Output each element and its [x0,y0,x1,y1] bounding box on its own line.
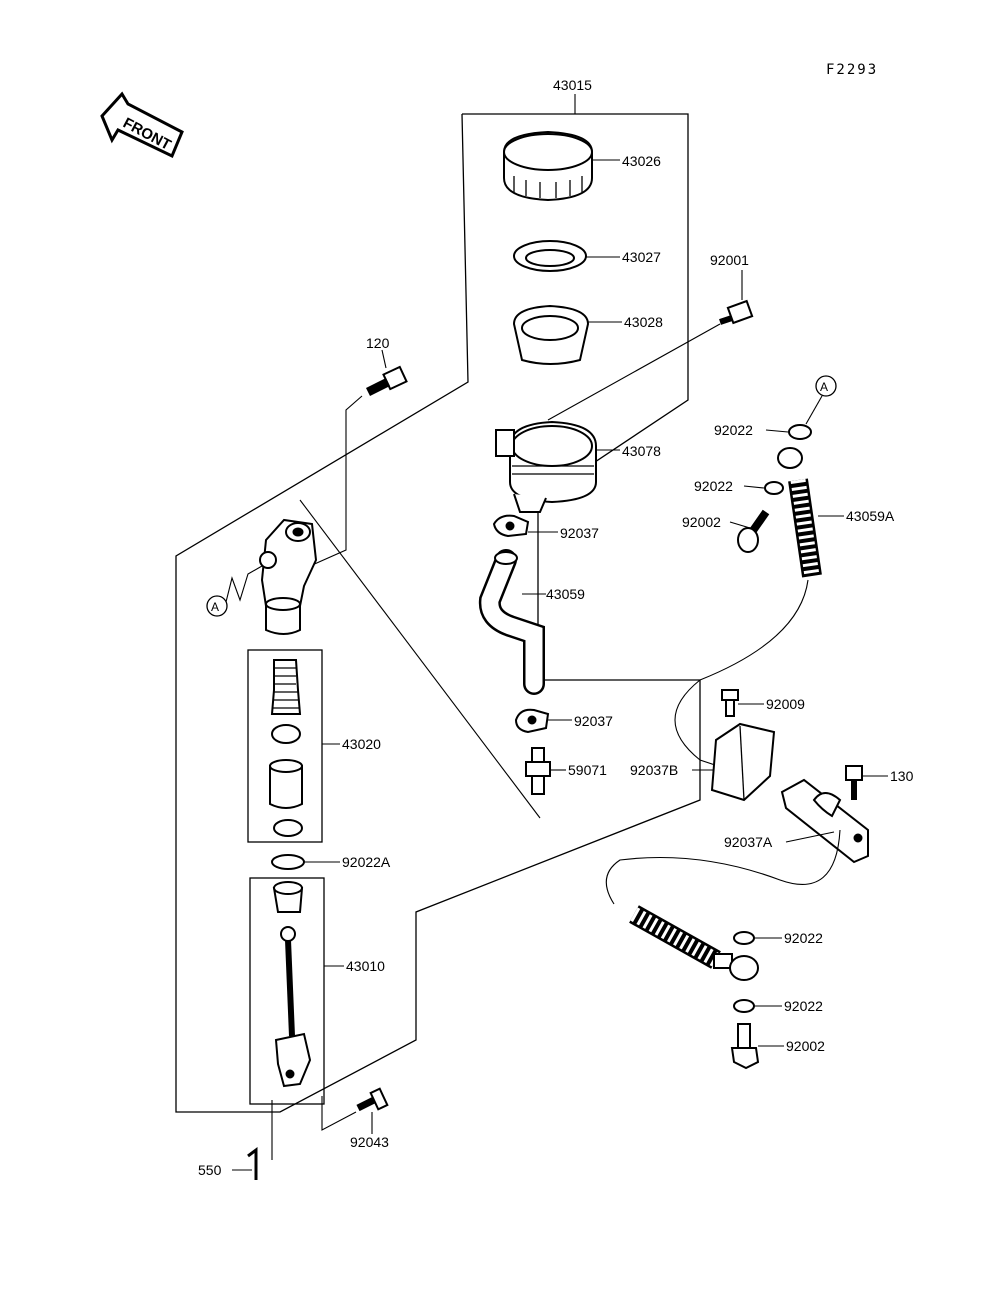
frame-43010 [249,877,325,1105]
screw-92009 [721,689,739,717]
label-92022-b: 92022 [694,478,733,494]
label-92022-a: 92022 [714,422,753,438]
banjo-bolt-lower [730,1023,760,1070]
banjo-bolt-upper [737,509,770,553]
reservoir-hose [478,549,545,695]
callout-a-right: A [815,375,837,397]
label-92002-lower: 92002 [786,1038,825,1054]
callout-a-left: A [206,595,228,617]
label-92009: 92009 [766,696,805,712]
hose-clamp-upper [492,514,530,538]
washer-lower-1 [733,931,755,945]
circlip [271,854,305,870]
label-92037B: 92037B [630,762,678,778]
label-92002-upper: 92002 [682,514,721,530]
label-43020: 43020 [342,736,381,752]
brake-hose-lower [629,905,759,981]
svg-text:A: A [820,380,828,394]
label-130: 130 [890,768,914,784]
label-43059A: 43059A [846,508,895,524]
figure-code: F2293 [826,62,878,78]
label-92037-lower: 92037 [574,713,613,729]
label-550: 550 [198,1162,222,1178]
master-cylinder-body [259,518,318,635]
washer-lower-2 [733,999,755,1013]
label-43059: 43059 [546,586,585,602]
label-92043: 92043 [350,1134,389,1150]
label-43028: 43028 [624,314,663,330]
reservoir [495,420,597,513]
label-59071: 59071 [568,762,607,778]
washer-upper-1 [788,424,812,440]
label-43015: 43015 [553,77,592,93]
bolt-130 [845,765,863,800]
hose-guide-bracket [710,722,776,802]
cotter-pin [247,1147,258,1180]
piston-kit [269,659,303,837]
hose-clamp-bracket [780,778,869,864]
bolt-120 [365,365,408,397]
label-92037-upper: 92037 [560,525,599,541]
svg-text:A: A [211,600,219,614]
label-43010: 43010 [346,958,385,974]
frame-43020 [247,649,323,843]
hose-clamp-lower [514,708,550,734]
label-92022-c: 92022 [784,930,823,946]
label-43026: 43026 [622,153,661,169]
label-92001: 92001 [710,252,749,268]
assembly-frame [175,113,701,1113]
diaphragm-plate [513,240,587,272]
label-120: 120 [366,335,390,351]
front-arrow-icon: FRONT [100,91,184,159]
clevis-pin [356,1087,389,1112]
bolt-92001 [719,299,754,325]
diaphragm [512,304,590,365]
label-43027: 43027 [622,249,661,265]
hose-fitting [525,747,551,795]
brake-hose-upper [777,447,822,578]
washer-upper-2 [764,481,784,495]
push-rod [272,881,312,1088]
label-92022A: 92022A [342,854,391,870]
label-92022-d: 92022 [784,998,823,1014]
reservoir-cap [503,130,593,202]
label-92037A: 92037A [724,834,773,850]
label-43078: 43078 [622,443,661,459]
